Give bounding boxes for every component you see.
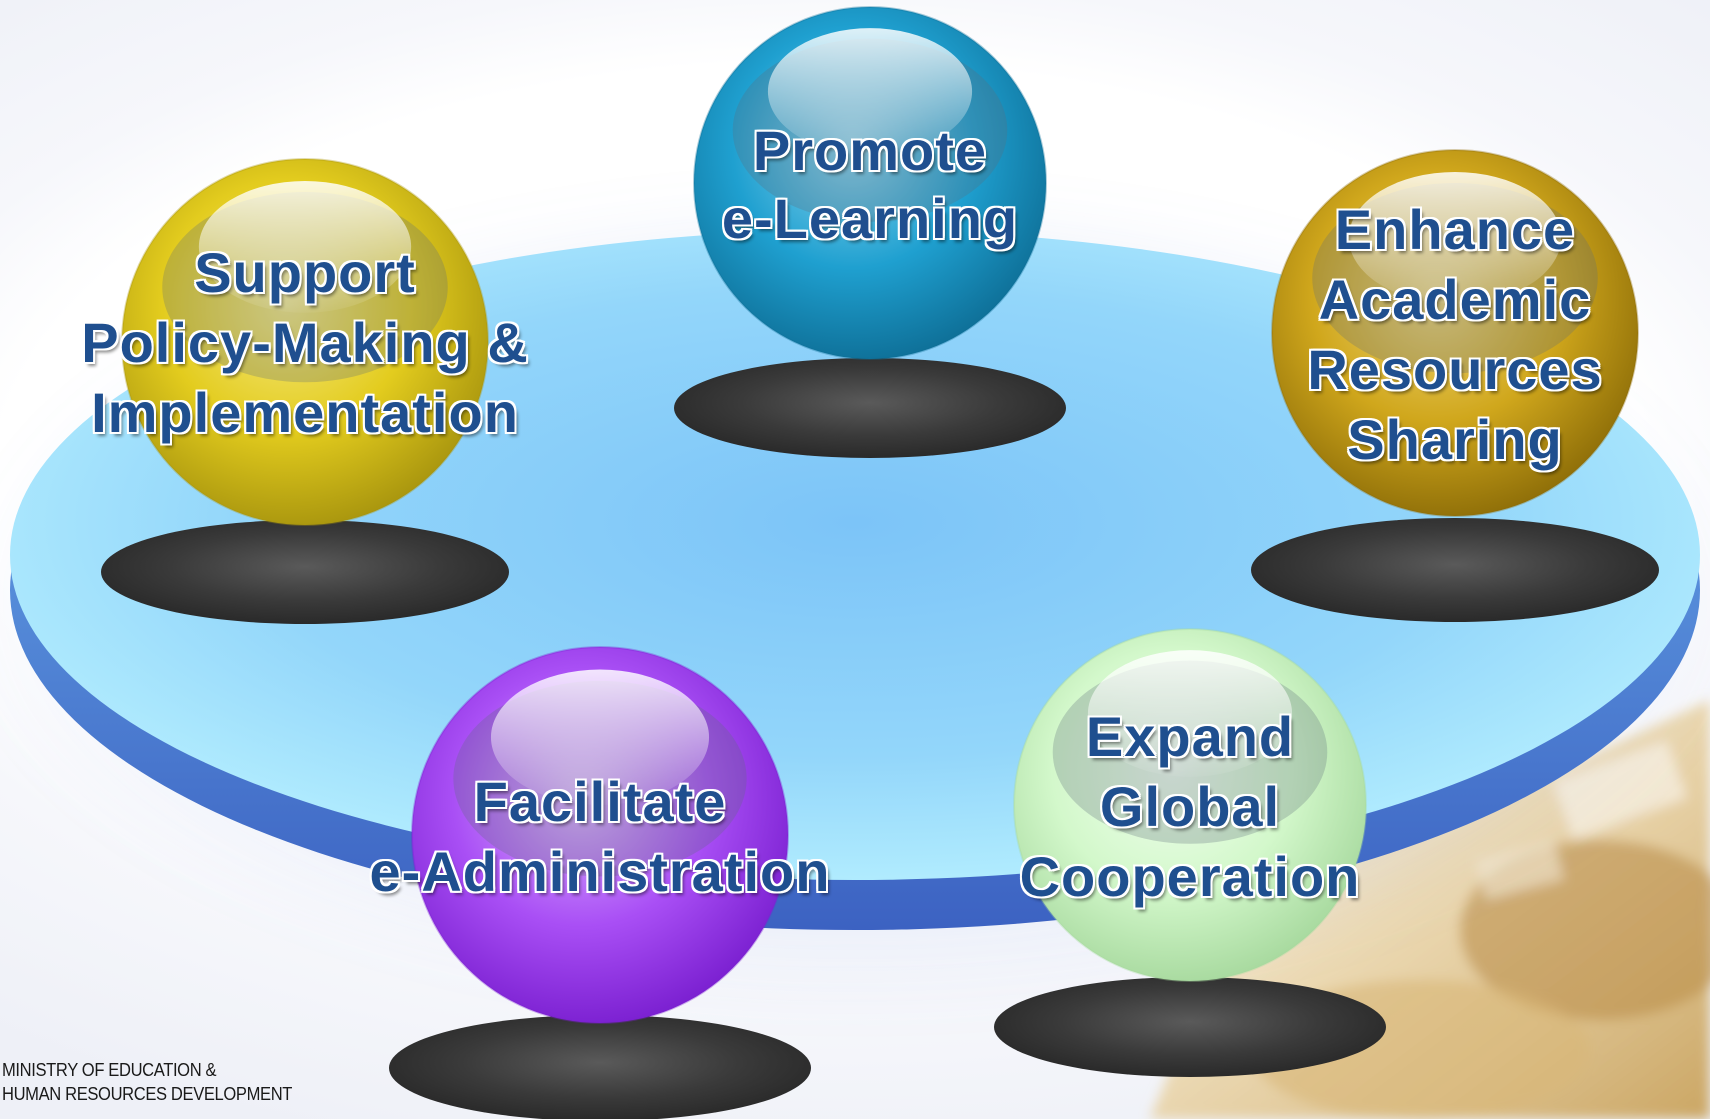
sphere-label-line: Facilitate (473, 770, 727, 833)
sphere-base-shadow (1251, 518, 1659, 622)
sphere-highlight (490, 669, 710, 805)
sphere-highlight (1348, 171, 1562, 304)
spheres-layer (101, 6, 1659, 1119)
sphere-promote (674, 6, 1066, 458)
sphere-label-line: Enhance (1334, 198, 1576, 261)
sphere-label-line: Cooperation (1019, 845, 1361, 908)
sphere-label-line: e-Administration (369, 840, 831, 903)
sphere-highlight (198, 180, 412, 313)
sphere-facilitate (389, 646, 811, 1119)
sphere-base-shadow (994, 977, 1386, 1077)
sphere-label-line: Global (1099, 775, 1281, 838)
sphere-label-line: Resources (1307, 338, 1603, 401)
sphere-label-line: Policy-Making & (81, 311, 529, 374)
sphere-highlight (1087, 650, 1293, 777)
sphere-base-shadow (389, 1015, 811, 1119)
sphere-highlight (767, 28, 973, 155)
sphere-base-shadow (101, 520, 509, 624)
sphere-label-line: Promote (752, 119, 988, 182)
ministry-line-2: HUMAN RESOURCES DEVELOPMENT (2, 1084, 293, 1104)
sphere-label-facilitate: Facilitate e-Administration (370, 767, 831, 907)
ministry-line-1: MINISTRY OF EDUCATION & (2, 1060, 217, 1080)
sphere-label-line: Implementation (91, 381, 519, 444)
sphere-enhance (1251, 149, 1659, 622)
ministry-footer: MINISTRY OF EDUCATION & HUMAN RESOURCES … (2, 1058, 292, 1106)
sphere-label-line: Academic (1318, 268, 1592, 331)
sphere-label-line: e-Learning (721, 187, 1019, 250)
sphere-label-line: Sharing (1347, 408, 1563, 471)
sphere-base-shadow (674, 358, 1066, 458)
sphere-label-line: Expand (1085, 705, 1295, 768)
sphere-support (101, 158, 509, 624)
sphere-label-line: Support (194, 241, 416, 304)
sphere-expand (994, 628, 1386, 1077)
